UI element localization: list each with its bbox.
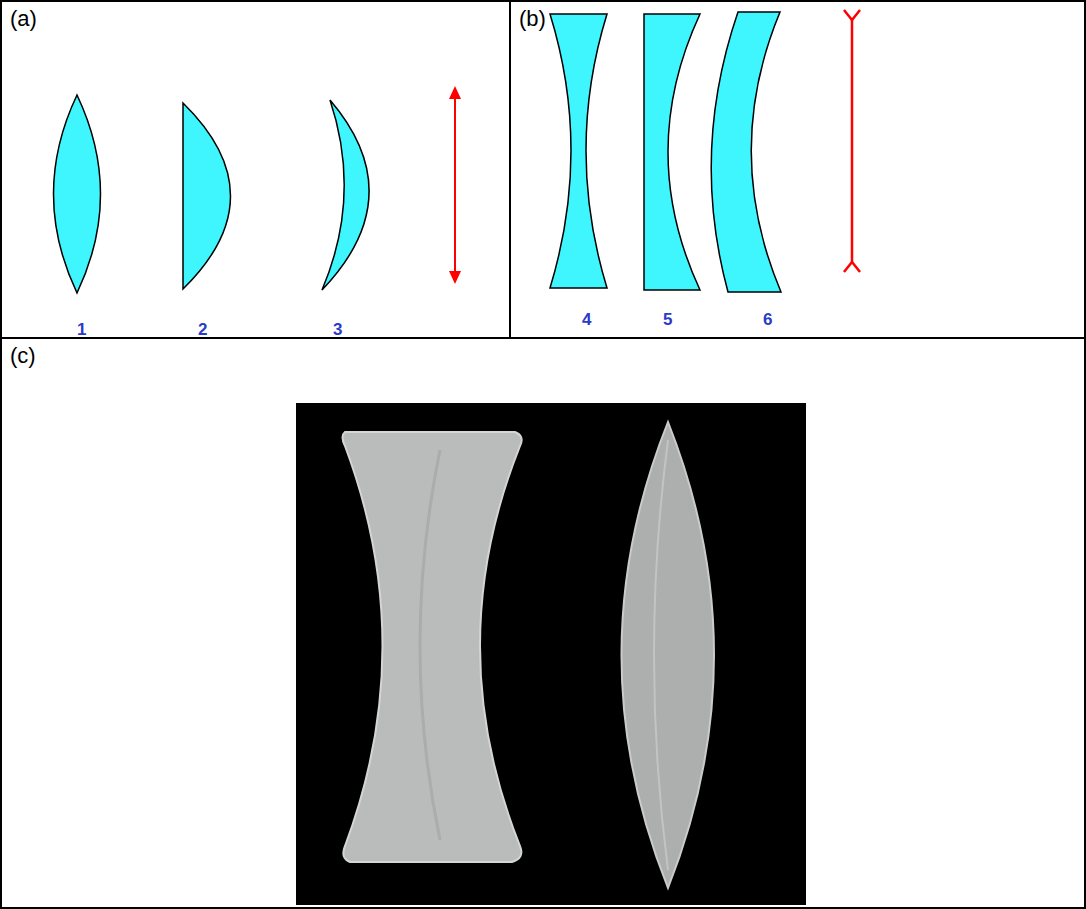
callout-number: 4 — [582, 310, 591, 330]
figure-panel: (c) — [0, 337, 1086, 909]
callout-number: 5 — [663, 310, 672, 330]
plano-convex-lens — [183, 103, 231, 289]
panel-label: (b) — [519, 6, 546, 32]
biconcave-lens — [550, 14, 607, 288]
convex-meniscus-lens — [322, 100, 369, 290]
callout-number: 1 — [77, 320, 86, 340]
converging-lens-symbol — [449, 86, 461, 284]
figure-panel: (b) — [509, 0, 1086, 339]
biconcave-lens-photo — [343, 432, 522, 862]
biconvex-lens-photo — [622, 422, 715, 888]
callout-number: 2 — [198, 320, 207, 340]
callout-number: 6 — [763, 310, 772, 330]
panel-label: (a) — [10, 6, 37, 32]
photo-background — [296, 403, 806, 905]
plano-concave-lens — [644, 14, 700, 290]
biconvex-lens — [54, 95, 101, 293]
callout-number: 3 — [333, 320, 342, 340]
panel-label: (c) — [10, 343, 36, 369]
diverging-lens-symbol — [844, 10, 860, 272]
figure-panel: (a) — [0, 0, 511, 339]
concave-meniscus-lens — [711, 12, 781, 292]
